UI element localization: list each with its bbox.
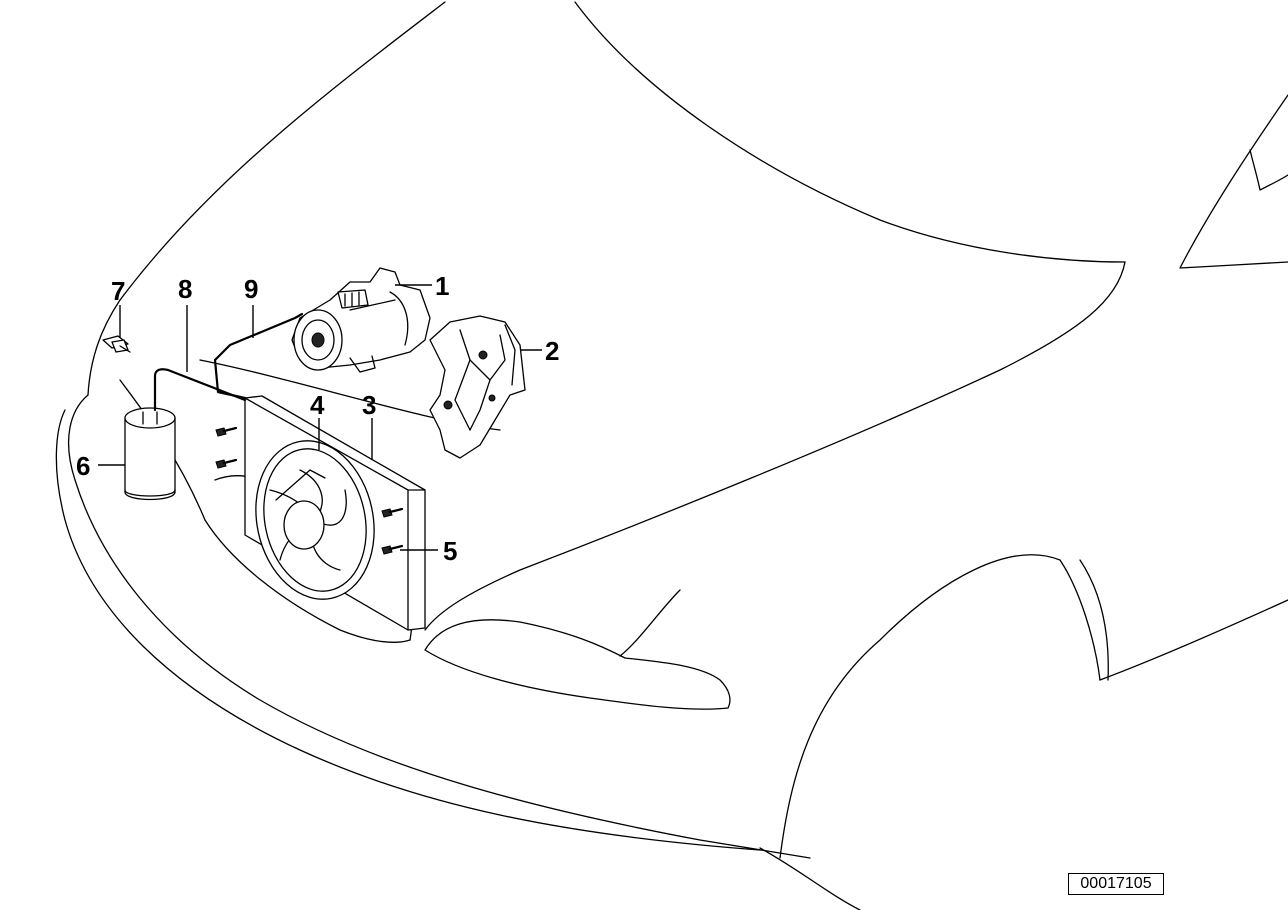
screw-2 — [215, 458, 238, 469]
pipe-9 — [213, 312, 304, 362]
diagram-reference-number: 00017105 — [1068, 873, 1164, 895]
compressor-bracket — [429, 315, 526, 459]
receiver-drier — [124, 407, 176, 501]
callout-labels: 1 2 3 4 5 6 7 8 9 — [76, 271, 559, 566]
callout-5: 5 — [443, 536, 457, 566]
ac-compressor — [291, 267, 431, 373]
screw-3 — [381, 507, 404, 518]
pressure-switch — [102, 335, 131, 353]
pipe-8 — [153, 368, 247, 412]
callout-1: 1 — [435, 271, 449, 301]
electric-fan — [255, 440, 375, 600]
car-body-outline — [55, 1, 1288, 910]
callout-4: 4 — [310, 390, 325, 420]
callout-3: 3 — [362, 390, 376, 420]
leader-lines — [98, 284, 542, 551]
screw-4 — [381, 544, 404, 555]
callout-9: 9 — [244, 274, 258, 304]
callout-7: 7 — [111, 276, 125, 306]
screws — [215, 426, 404, 555]
callout-8: 8 — [178, 274, 192, 304]
callout-6: 6 — [76, 451, 90, 481]
screw-1 — [215, 426, 238, 437]
refrigerant-pipes — [153, 312, 304, 412]
callout-2: 2 — [545, 336, 559, 366]
